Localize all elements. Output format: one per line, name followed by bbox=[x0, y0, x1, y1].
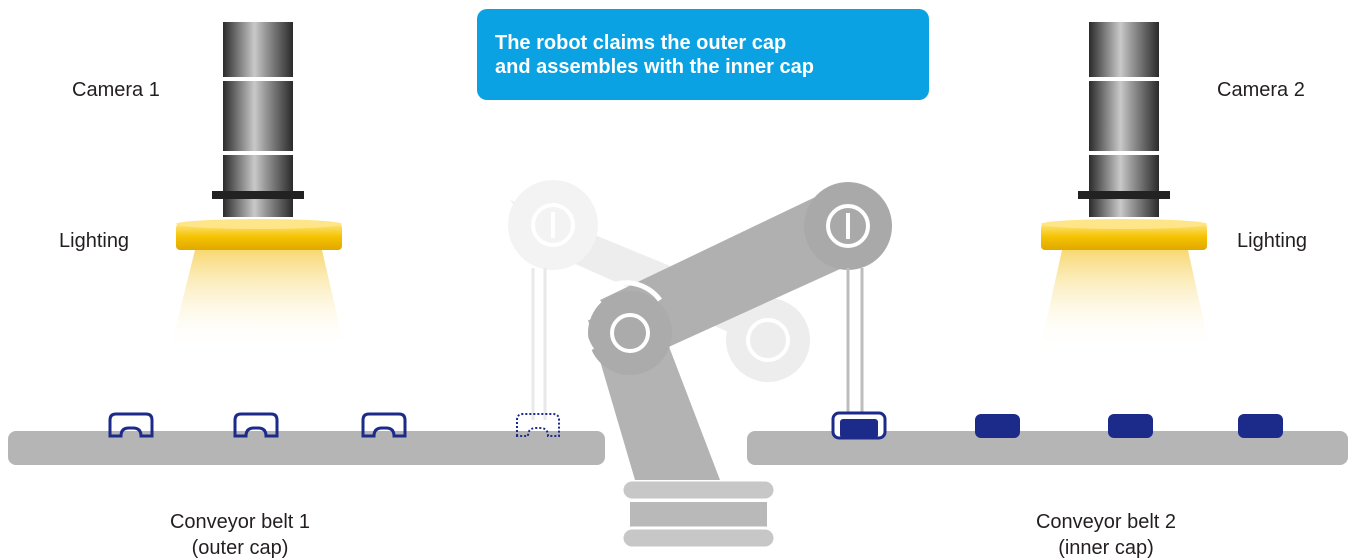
conveyor-belt-1-label: Conveyor belt 1 bbox=[169, 511, 311, 533]
outer-cap-picked-placeholder bbox=[516, 413, 560, 437]
lighting-2-label: Lighting bbox=[1237, 230, 1308, 252]
camera-2-label: Camera 2 bbox=[1217, 79, 1305, 101]
camera-icon bbox=[1078, 22, 1170, 217]
lighting-1-label: Lighting bbox=[59, 230, 130, 252]
outer-cap-icon bbox=[361, 412, 407, 438]
camera-icon bbox=[212, 22, 304, 217]
robot-arm-icon bbox=[581, 182, 892, 550]
conveyor-belt-2 bbox=[747, 431, 1348, 465]
callout-line-1: The robot claims the outer cap bbox=[495, 32, 787, 54]
conveyor-belt-2-sublabel: (inner cap) bbox=[1058, 537, 1154, 559]
camera-1-label: Camera 1 bbox=[72, 79, 160, 101]
conveyor-belt-1 bbox=[8, 431, 605, 465]
outer-cap-icon bbox=[108, 412, 154, 438]
lighting-ring-icon bbox=[170, 219, 345, 350]
conveyor-belt-2-label: Conveyor belt 2 bbox=[1035, 511, 1177, 533]
camera-2 bbox=[1040, 22, 1210, 350]
inner-cap-icon bbox=[1238, 414, 1283, 438]
outer-cap-icon bbox=[233, 412, 279, 438]
camera-1 bbox=[170, 22, 345, 350]
callout-line-2: and assembles with the inner cap bbox=[495, 56, 814, 78]
inner-cap-icon bbox=[1108, 414, 1153, 438]
conveyor-belt-1-sublabel: (outer cap) bbox=[191, 537, 289, 559]
assembled-cap bbox=[831, 411, 887, 440]
lighting-ring-icon bbox=[1040, 219, 1210, 350]
inner-cap-icon bbox=[975, 414, 1020, 438]
robot-callout: The robot claims the outer cap and assem… bbox=[477, 9, 929, 100]
